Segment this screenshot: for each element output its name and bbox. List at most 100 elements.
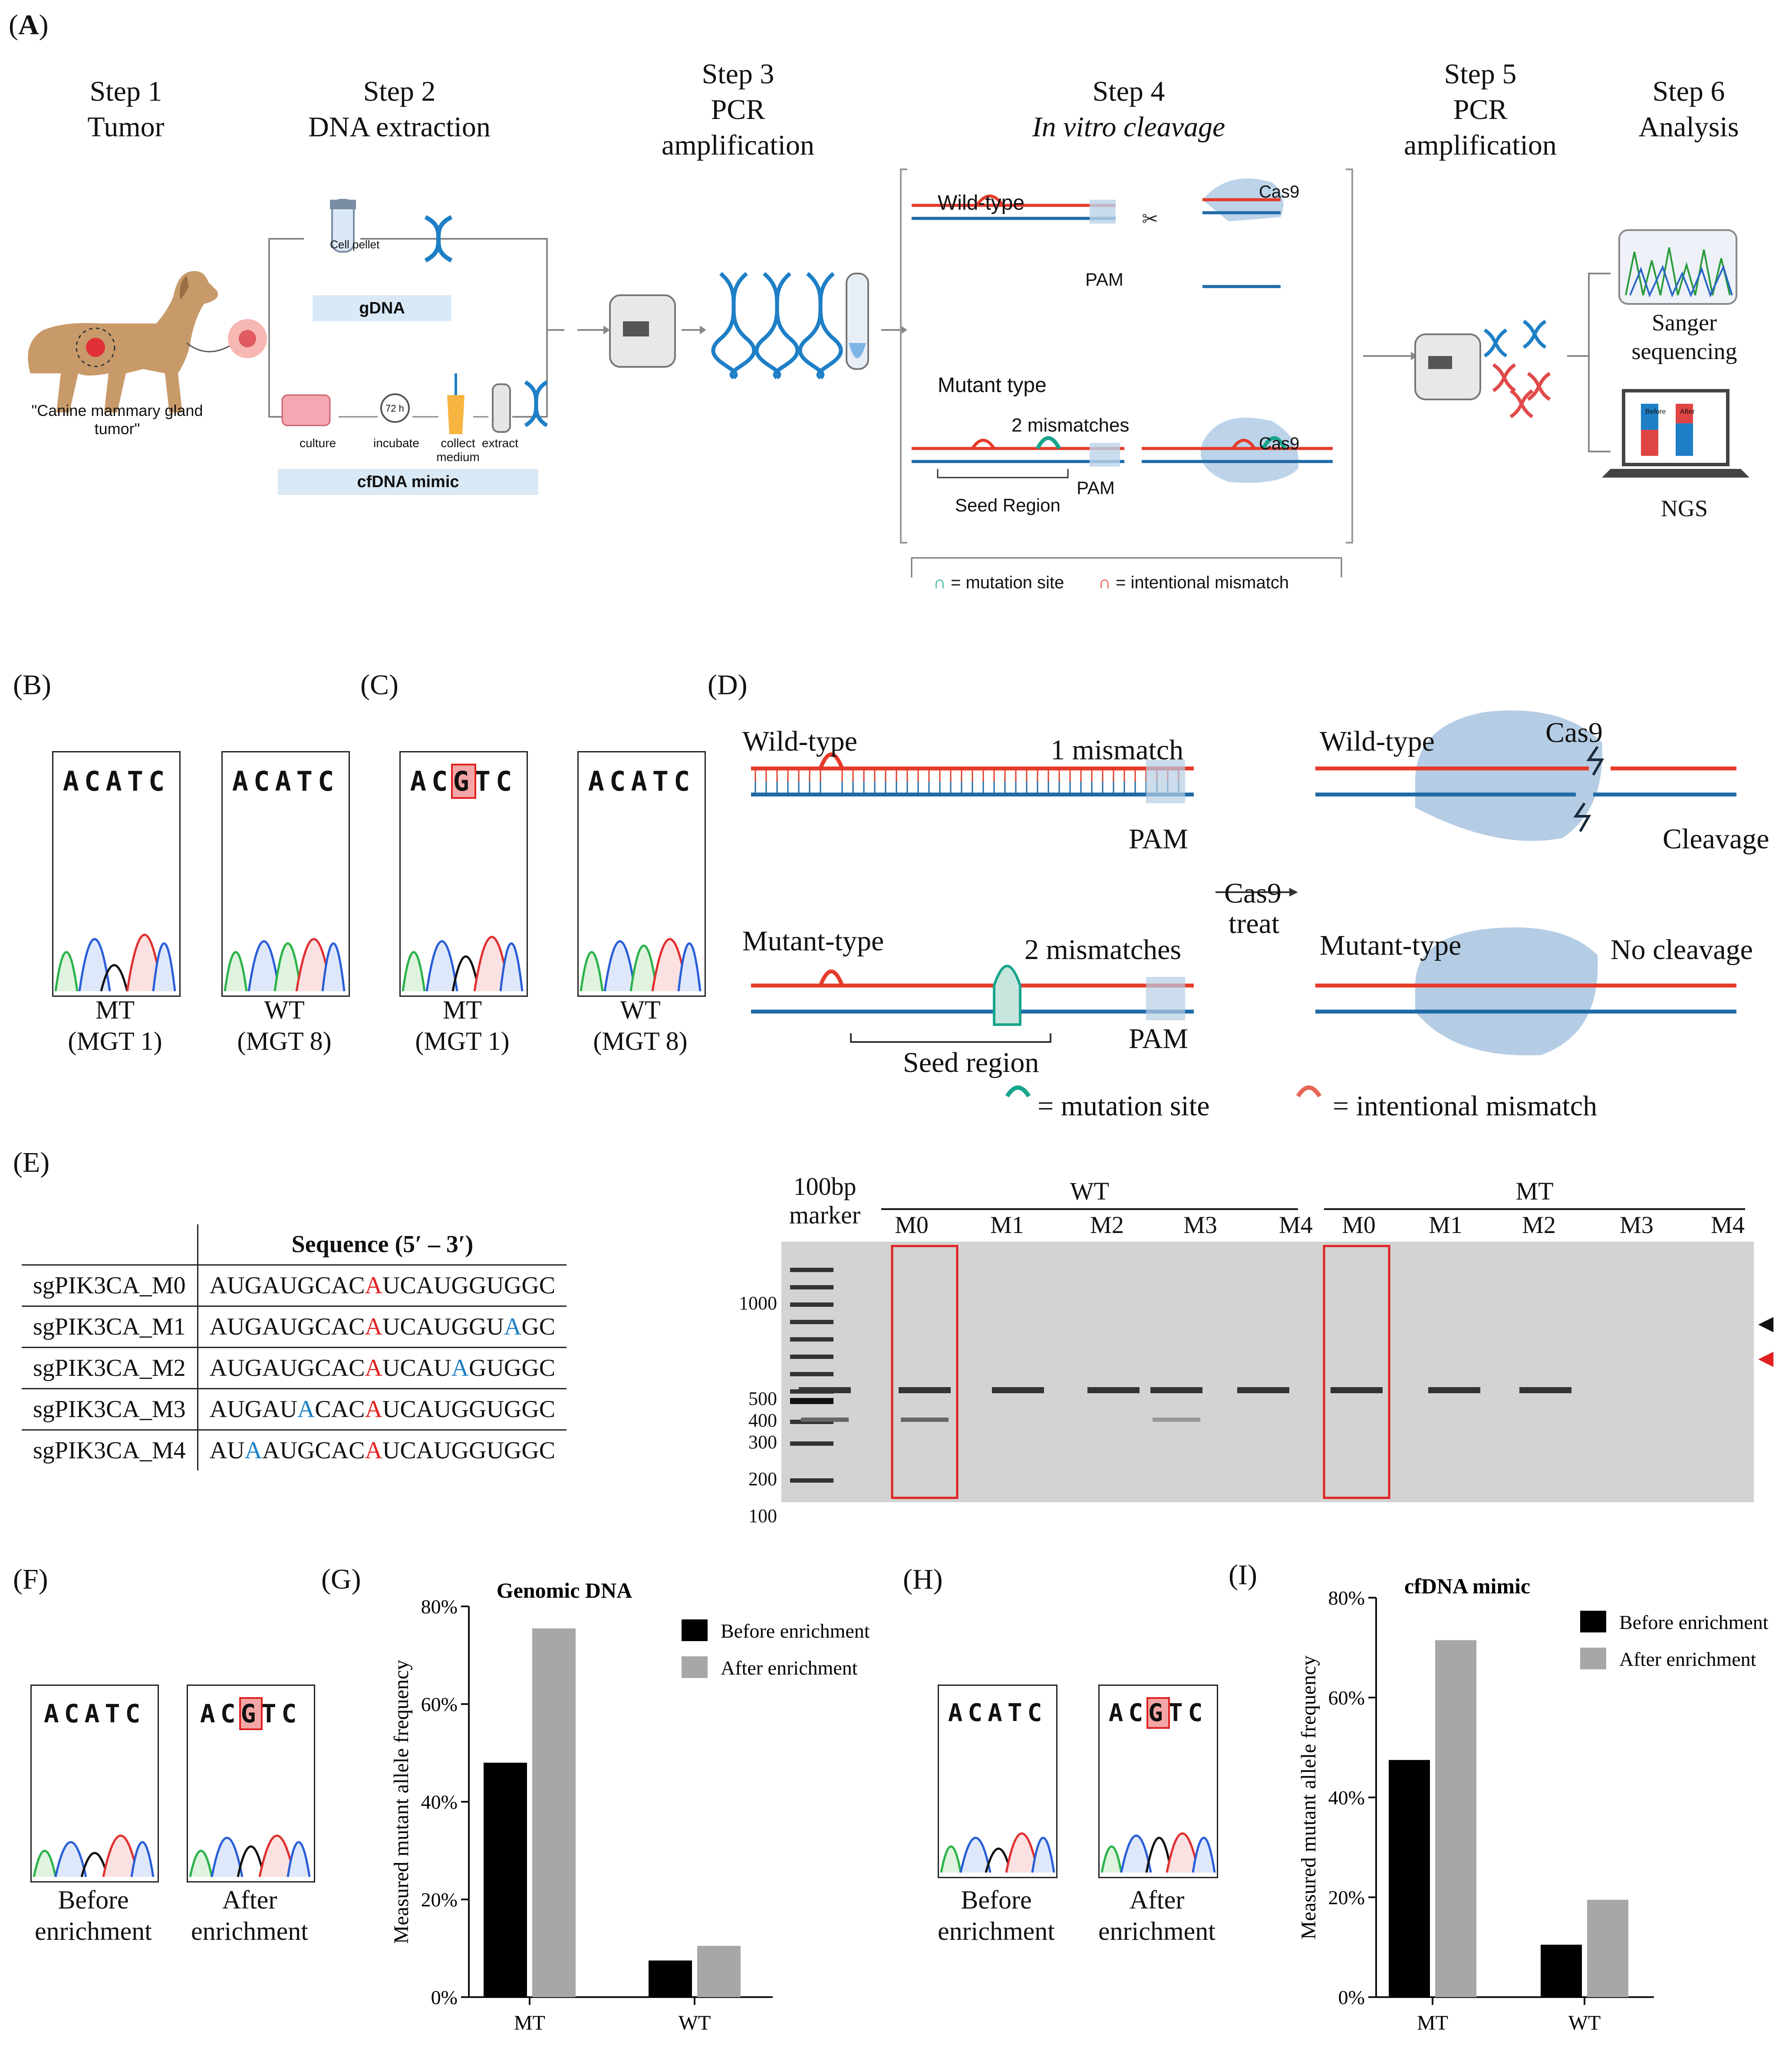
d-cas9: Cas9 <box>1545 717 1603 748</box>
culture-step: culture <box>300 436 336 450</box>
x-tick-label: WT <box>1568 2011 1601 2034</box>
gel-band-upper <box>1087 1387 1140 1393</box>
chromatogram-b-mt: ACATC <box>52 751 181 997</box>
ladder-band <box>790 1337 833 1342</box>
gel-lane-label: M2 <box>1090 1212 1124 1239</box>
sgrna-name: sgPIK3CA_M1 <box>22 1306 198 1348</box>
bar <box>484 1763 527 1997</box>
bar <box>1587 1899 1628 1997</box>
mutation-highlight: G <box>1146 1697 1170 1729</box>
two-mismatches-label: 2 mismatches <box>1011 415 1130 436</box>
highlight-box-wt-m2 <box>891 1245 959 1499</box>
panel-c-label: (C) <box>360 669 399 701</box>
sgrna-name: sgPIK3CA_M3 <box>22 1388 198 1431</box>
y-tick-label: 20% <box>1328 1886 1365 1909</box>
panel-e-label: (E) <box>13 1147 50 1178</box>
ladder-band <box>790 1398 833 1404</box>
d-mutant-type-right: Mutant-type <box>1320 930 1462 961</box>
before-label: Before <box>1645 408 1666 415</box>
mutation-highlight: G <box>239 1697 263 1730</box>
cell-pellet-label: Cell pellet <box>330 238 380 251</box>
gel-lane-label: M1 <box>1429 1212 1463 1239</box>
sgrna-sequence: AUGAUACACAUCAUGGUGGC <box>198 1388 567 1431</box>
gel-band-upper <box>1237 1387 1289 1393</box>
y-tick-label: 60% <box>1328 1687 1365 1709</box>
gel-image <box>781 1242 1754 1502</box>
x-tick-label: MT <box>514 2011 545 2034</box>
gdna-label: gDNA <box>313 295 451 321</box>
caption-b-mt: MT(MGT 1) <box>68 996 162 1055</box>
panel-h-label: (H) <box>903 1563 943 1595</box>
panel-f-label: (F) <box>13 1563 48 1595</box>
panel-d-label: (D) <box>708 669 748 701</box>
gel-band-upper <box>899 1387 951 1393</box>
y-tick-label: 0% <box>431 1986 458 2008</box>
chromatogram-b-wt: ACATC <box>221 751 350 997</box>
after-label: After <box>1680 408 1695 415</box>
extract-step: extract <box>482 436 519 450</box>
highlight-box-mt-m2 <box>1323 1245 1390 1499</box>
sequence-header: Sequence (5′ – 3′) <box>198 1224 567 1266</box>
sgrna-sequence: AUGAUGCACAUCAUGGUGGC <box>198 1265 567 1307</box>
gel-lane-label: M1 <box>990 1212 1024 1239</box>
y-axis-label: Measured mutant allele frequency <box>390 1660 413 1944</box>
panel-d-diagram <box>751 710 1736 1098</box>
caption-c-mt: MT(MGT 1) <box>415 996 510 1055</box>
chromatogram-h-before: ACATC <box>938 1685 1057 1878</box>
chromatogram-c-mt: ACGTC <box>399 751 528 997</box>
pam-label-2: PAM <box>1077 478 1115 498</box>
ladder-size-label: 500 <box>748 1388 777 1409</box>
chart-title: cfDNA mimic <box>1404 1574 1530 1598</box>
x-tick-label: MT <box>1417 2011 1448 2034</box>
caption-c-wt: WT(MGT 8) <box>593 996 688 1055</box>
d-cleavage: Cleavage <box>1663 823 1769 855</box>
sanger-label: Sanger sequencing <box>1631 310 1737 364</box>
d-mutant-type: Mutant-type <box>742 925 884 957</box>
ladder-size-label: 1000 <box>739 1292 777 1314</box>
bar <box>649 1960 692 1997</box>
legend-label: Before enrichment <box>1619 1611 1769 1633</box>
ladder-size-label: 400 <box>748 1410 777 1431</box>
y-tick-label: 40% <box>421 1791 458 1813</box>
wild-type-label: Wild-type <box>938 191 1025 214</box>
ladder-band <box>790 1320 833 1324</box>
ladder-band <box>790 1355 833 1359</box>
d-cas9-treat-top: Cas9 <box>1224 877 1281 909</box>
tumor-cell-icon <box>186 319 267 358</box>
seed-region-label: Seed Region <box>955 495 1061 515</box>
gel-band-lower <box>801 1418 849 1422</box>
gel-band-upper <box>1331 1387 1383 1393</box>
chart-title: Genomic DNA <box>497 1578 632 1602</box>
gel-lane-label: M4 <box>1279 1212 1313 1239</box>
legend-swatch <box>1580 1611 1606 1632</box>
d-pam: PAM <box>1129 823 1188 855</box>
panel-a-label: (A) <box>9 9 49 41</box>
dna-extraction-diagram <box>268 199 564 434</box>
panel-g-label: (G) <box>321 1563 361 1595</box>
legend-mutation-site: ∩ = mutation site <box>933 573 1064 592</box>
y-axis-label: Measured mutant allele frequency <box>1297 1655 1320 1939</box>
x-tick-label: WT <box>679 2011 711 2034</box>
bar <box>1389 1760 1430 1997</box>
gel-lane-label: M2 <box>1522 1212 1556 1239</box>
ladder-band <box>790 1372 833 1376</box>
chromatogram-f-before: ACATC <box>30 1685 159 1883</box>
sgrna-name: sgPIK3CA_M4 <box>22 1430 198 1470</box>
d-cas9-treat-bottom: treat <box>1229 908 1280 940</box>
collect-medium-step: collect medium <box>436 436 480 464</box>
y-tick-label: 60% <box>421 1693 458 1715</box>
pam-label: PAM <box>1085 269 1123 290</box>
gel-band-upper <box>992 1387 1044 1393</box>
pcr-step3-diagram <box>577 272 907 379</box>
ladder-band <box>790 1268 833 1272</box>
legend-label: After enrichment <box>1619 1648 1756 1670</box>
y-tick-label: 40% <box>1328 1787 1365 1809</box>
